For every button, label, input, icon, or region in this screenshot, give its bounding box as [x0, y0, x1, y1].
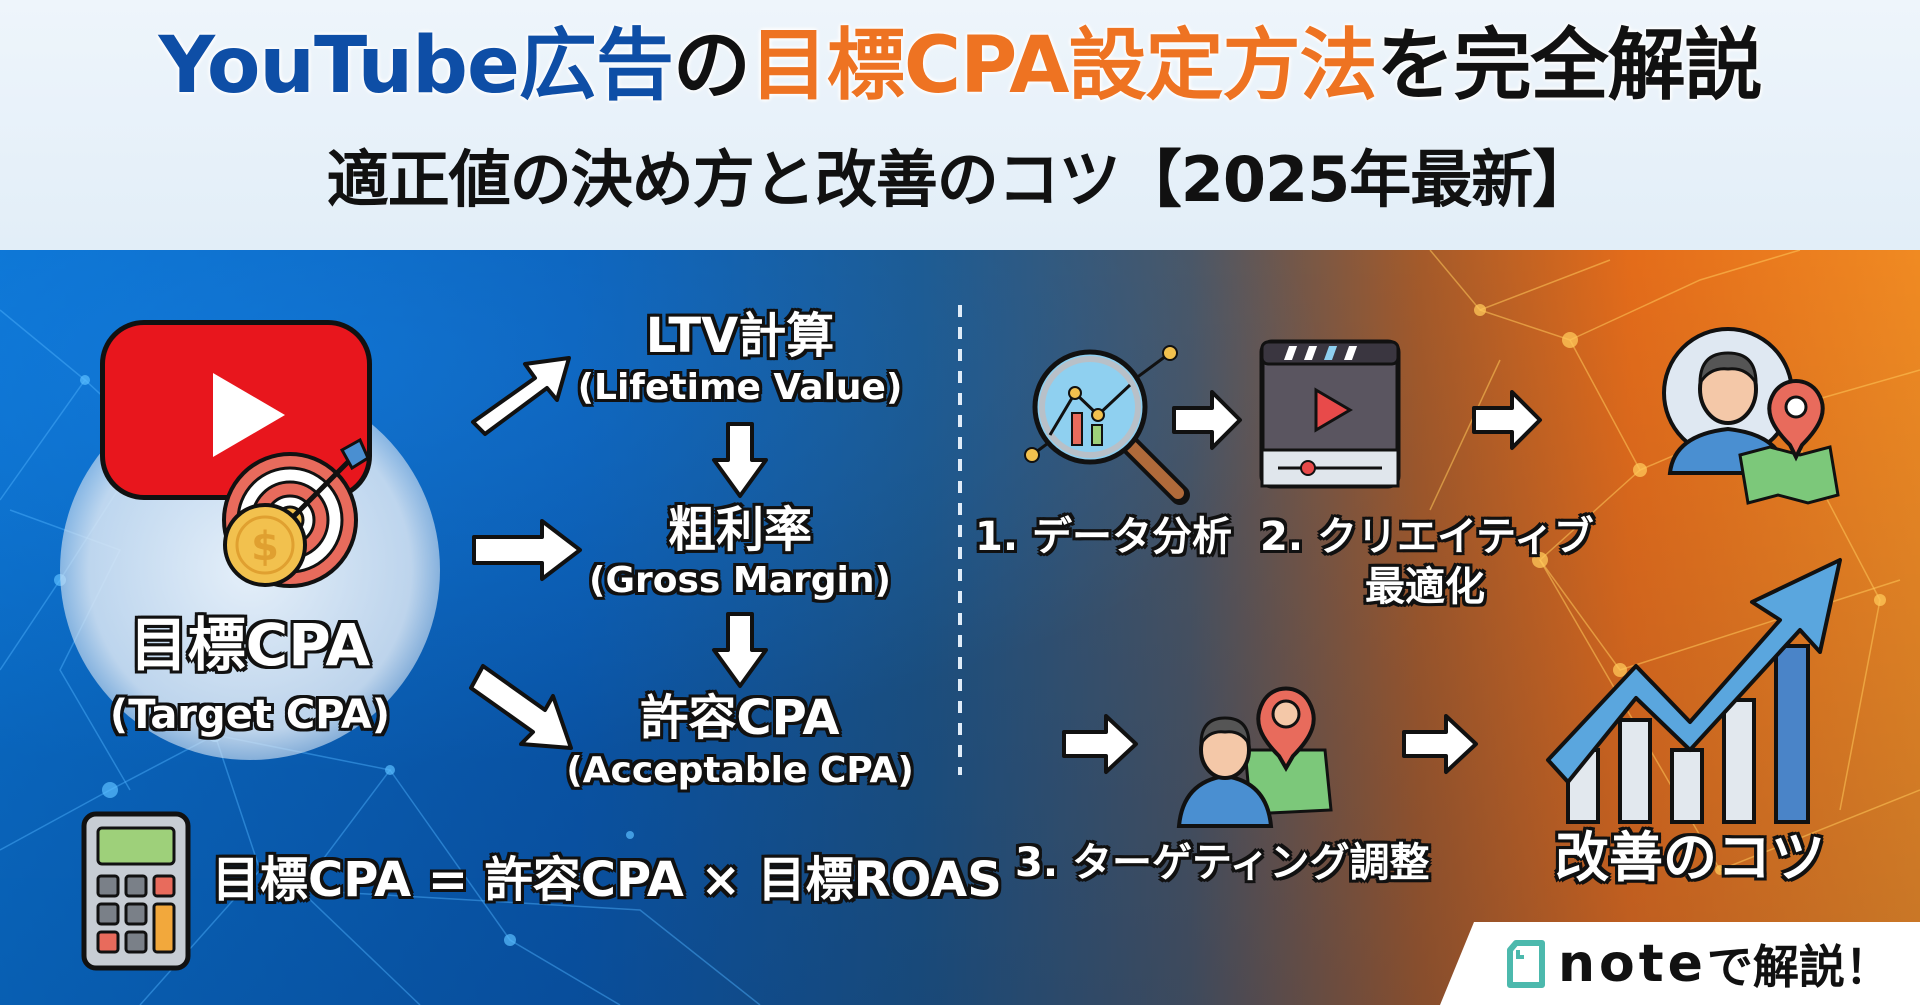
video-player-icon	[1259, 339, 1401, 489]
svg-text:$: $	[251, 524, 279, 570]
arrow-down-right-icon	[469, 664, 573, 750]
page-subtitle: 適正値の決め方と改善のコツ【2025年最新】	[326, 143, 1595, 216]
magnifier-chart-icon	[1024, 345, 1190, 505]
arrow-right-icon	[472, 519, 582, 581]
main-infographic: $ 目標CPA (Target CPA) LTV計算 (Lifetime Val…	[0, 250, 1920, 1005]
growth-chart-arrow-icon	[1546, 558, 1842, 824]
title-brand: YouTube広告	[158, 21, 674, 111]
title-highlight: 目標CPA設定方法	[749, 21, 1378, 111]
header: YouTube広告の目標CPA設定方法を完全解説 適正値の決め方と改善のコツ【2…	[0, 0, 1920, 250]
arrow-right-icon	[1062, 714, 1138, 774]
dollar-coin-icon: $	[223, 503, 307, 587]
page-title: YouTube広告の目標CPA設定方法を完全解説	[0, 16, 1920, 116]
flow-ltv-label: LTV計算	[645, 308, 835, 364]
arrow-down-icon	[712, 422, 768, 498]
flow-margin-sublabel: (Gross Margin)	[589, 560, 891, 601]
user-location-icon	[1662, 327, 1840, 505]
target-cpa-label: 目標CPA	[129, 611, 371, 679]
flow-ltv-sublabel: (Lifetime Value)	[577, 367, 903, 408]
note-logo-text: note	[1558, 933, 1707, 994]
arrow-right-icon	[1402, 714, 1478, 774]
step-2-label-line2: 最適化	[1365, 564, 1485, 610]
note-logo-icon	[1507, 939, 1545, 988]
note-cta-text: で解説！	[1706, 939, 1891, 994]
target-cpa-sublabel: (Target CPA)	[109, 692, 391, 738]
arrow-down-icon	[712, 612, 768, 688]
arrow-up-right-icon	[471, 356, 571, 436]
formula-text: 目標CPA = 許容CPA × 目標ROAS	[212, 852, 1002, 908]
calculator-icon	[81, 811, 191, 971]
flow-acceptable-cpa-label: 許容CPA	[640, 690, 840, 746]
improve-tips-label: 改善のコツ	[1555, 826, 1825, 889]
flow-margin-label: 粗利率	[667, 502, 812, 558]
flow-acceptable-cpa-sublabel: (Acceptable CPA)	[566, 750, 914, 791]
play-icon	[213, 373, 285, 457]
section-divider	[958, 305, 962, 775]
step-1-label: 1. データ分析	[975, 514, 1232, 560]
title-particle: の	[672, 21, 751, 111]
title-suffix: を完全解説	[1376, 21, 1762, 111]
arrow-right-icon	[1472, 390, 1542, 450]
note-cta-button[interactable]: note で解説！	[1440, 922, 1920, 1005]
arrow-right-icon	[1172, 390, 1242, 450]
user-map-pin-icon	[1176, 686, 1333, 828]
step-2-label: 2. クリエイティブ	[1260, 514, 1594, 560]
step-3-label: 3. ターゲティング調整	[1015, 840, 1430, 886]
